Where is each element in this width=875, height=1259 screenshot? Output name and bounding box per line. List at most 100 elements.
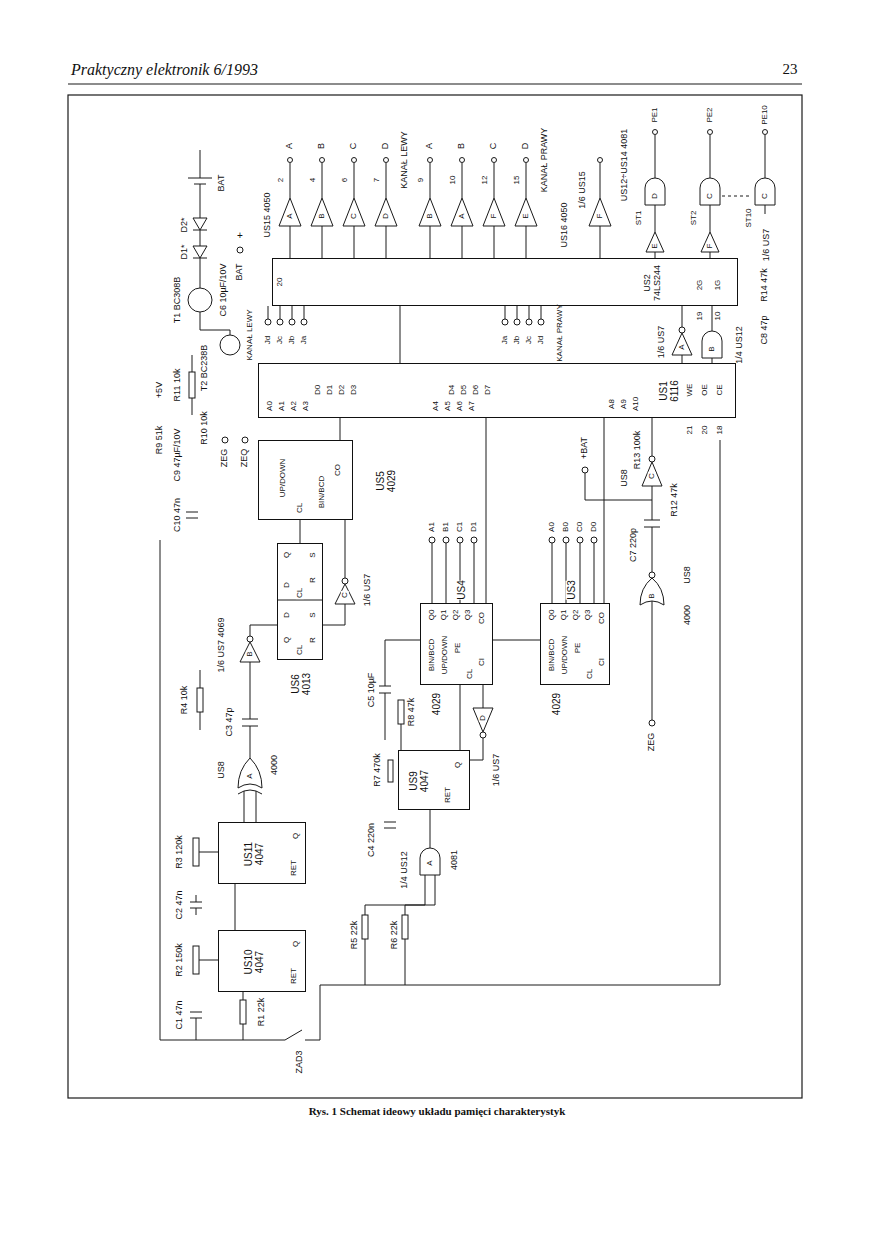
schematic-label: PE [574,642,582,655]
schematic-label: R8 47k [407,697,416,728]
buffer-symbol [524,158,529,163]
component-symbol [582,467,588,473]
schematic-label: 1/6 US7 [492,753,501,788]
schematic-label: PE [454,642,462,655]
schematic-label: CI [478,657,486,667]
bus-wire [457,537,463,543]
ic-chip: US44029 [420,603,493,685]
schematic-label: CE [716,383,724,396]
schematic-label: A9 [620,398,628,410]
schematic-label: C [341,591,349,599]
schematic-label: US8 [217,760,226,780]
bus-wire [514,319,520,325]
gate-symbol [480,732,486,738]
schematic-label: RET [444,786,452,804]
gate-symbol [646,205,664,258]
gate-symbol [645,135,665,205]
schematic-label: B0 [562,521,570,533]
schematic-label: R3 120k [175,834,184,870]
ic-chip: US1 6116 [258,363,736,418]
buffer-symbol [279,158,611,259]
schematic-label: A [246,772,254,779]
schematic-label: ST2 [690,210,698,227]
chip-name: US2 74LS244 [643,262,663,304]
schematic-label: ZEG [647,732,656,753]
schematic-label: C5 10µF [367,672,376,709]
schematic-label: D [283,611,291,619]
schematic-label: D2* [180,216,189,233]
component-symbol [401,724,402,750]
schematic-label: F [706,243,714,250]
schematic-label: US15 4050 [263,191,272,238]
schematic-label: 4000 [683,604,692,626]
gate-symbol [238,130,775,916]
schematic-label: OE [701,383,709,397]
gate-symbol [323,520,355,625]
schematic-label: C10 47n [173,497,182,533]
component-symbol [649,720,655,726]
bus-wire [268,306,541,319]
schematic-label: A1 [278,400,286,412]
chip-name: 4029 [551,693,562,715]
schematic-label: + [236,231,244,242]
schematic-label: +BAT [580,436,589,460]
schematic-label: R11 10k [173,368,182,403]
schematic-label: 1/6 US7 [657,325,666,360]
schematic-label: S [309,611,317,618]
power-circuit [192,355,193,415]
schematic-label: BIN/BCD [548,638,556,672]
chip-name: US3 [566,580,577,599]
schematic-label: D [381,142,390,151]
bus-wire [277,319,283,325]
schematic-label: E [651,242,659,249]
gate-symbol [702,306,722,363]
schematic-label: D [521,142,530,151]
power-circuit [186,512,198,518]
buffer-symbol [589,163,611,258]
schematic-label: B [317,142,326,150]
schematic-label: A [286,212,294,219]
chip-name: US9 4047 [408,766,430,796]
chip-name: US1 6116 [658,376,680,406]
component-symbol [384,822,396,828]
component-symbol [243,992,244,1040]
schematic-label: C [761,192,769,200]
bus-wire [552,543,594,603]
component-symbol [585,473,652,500]
power-circuit [189,372,195,398]
wire-connector [400,306,401,363]
ic-chip: US6 4013 [277,543,323,660]
schematic-label: C7 220p [629,527,638,563]
schematic-label: BIN/BCD [318,475,326,509]
wire-connector [235,884,236,930]
chip-name: US5 4029 [375,466,397,496]
schematic-label: RET [290,859,298,877]
gate-symbol [649,572,655,578]
schematic-label: ZAD3 [295,1049,304,1074]
schematic-label: R12 47k [670,482,679,518]
gate-symbol [701,205,719,258]
gate-symbol [470,685,493,760]
schematic-label: Q [283,636,291,644]
schematic-label: A7 [468,400,476,412]
schematic-label: A3 [302,400,310,412]
component-symbol [193,946,199,974]
buffer-symbol [352,158,357,163]
schematic-label: 15 [513,175,521,186]
schematic-label: 4081 [450,849,459,871]
bus-wire [301,319,307,325]
schematic-label: Q2 [572,609,580,622]
buffer-symbol [428,158,433,163]
power-circuit [188,150,212,218]
schematic-label: Q3 [464,609,472,622]
schematic-label: 18 [716,425,724,436]
schematic-label: T1 BC308B [173,276,182,325]
chip-name: US11 4047 [243,839,265,869]
schematic-label: R10 10k [200,410,209,446]
gate-symbol [365,810,440,915]
gate-symbol [653,130,658,135]
page-number: 23 [782,62,799,78]
buffer-symbol [598,158,603,163]
gate-symbol [640,578,664,720]
component-symbol [379,640,420,740]
